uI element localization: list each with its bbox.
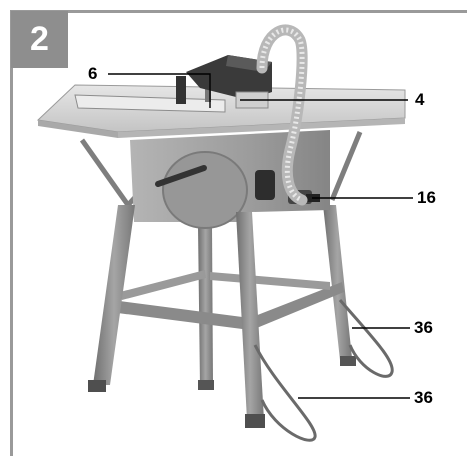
frame-left-border — [10, 10, 13, 456]
callout-4: 4 — [415, 90, 425, 109]
figure-number-badge — [11, 11, 68, 68]
front-legs — [88, 205, 265, 428]
leg-cross-braces — [110, 270, 344, 330]
rip-fence — [74, 76, 226, 113]
wire-feet — [253, 299, 394, 442]
callout-36-lower: 36 — [414, 388, 433, 407]
saw-housing — [130, 130, 330, 229]
callout-16: 16 — [417, 188, 436, 207]
callout-leaders — [108, 73, 413, 399]
frame-top-border — [10, 10, 467, 13]
figure-number: 2 — [30, 20, 49, 58]
extraction-hose — [256, 24, 308, 206]
callout-6: 6 — [88, 64, 98, 83]
back-legs — [198, 205, 356, 390]
callout-36-upper: 36 — [414, 318, 433, 337]
